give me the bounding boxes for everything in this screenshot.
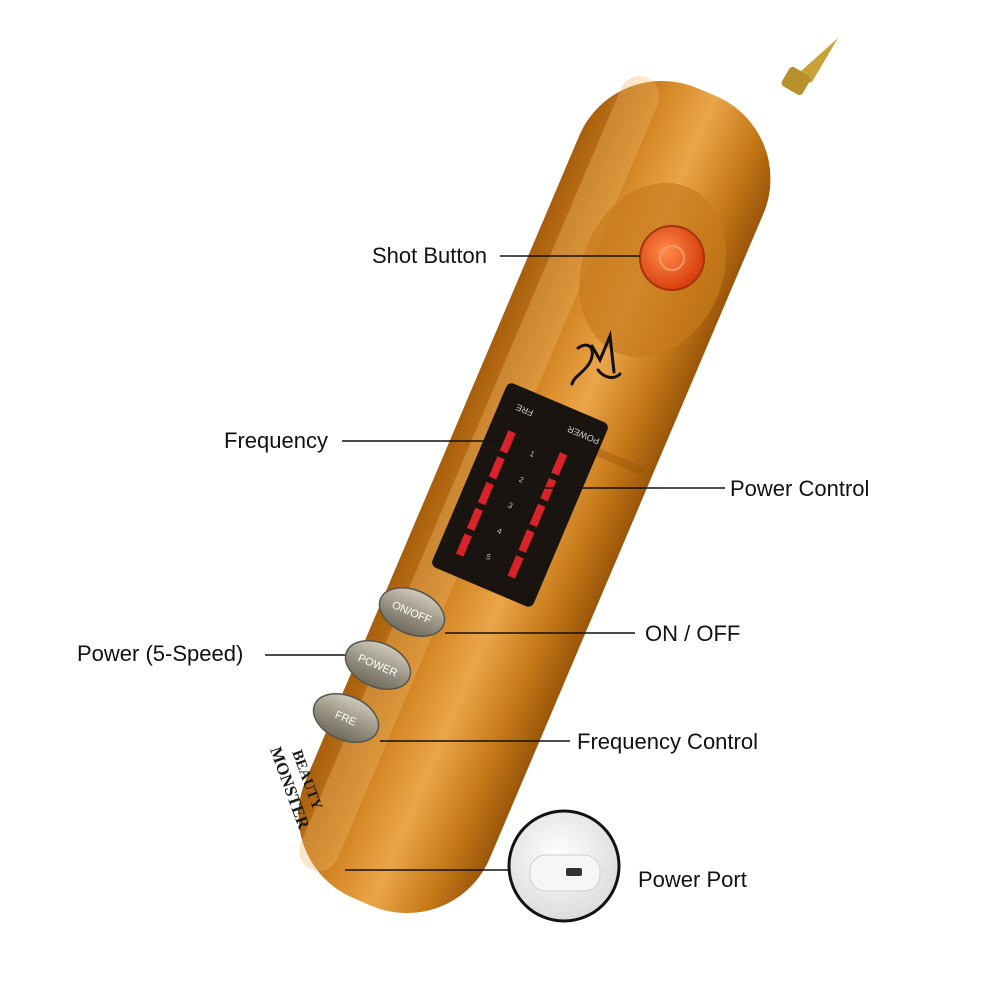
power-port-inset — [507, 809, 621, 923]
led-bars-frequency — [455, 430, 516, 557]
needle-tip — [781, 38, 838, 96]
level-label-4: 4 — [496, 526, 504, 536]
level-label-1: 1 — [528, 449, 536, 459]
label-on-off: ON / OFF — [645, 621, 741, 646]
level-label-3: 3 — [507, 501, 515, 511]
label-power-control: Power Control — [730, 476, 870, 501]
lcd-display: FRE POWER 1 2 3 4 5 — [432, 383, 608, 607]
power-button[interactable]: POWER — [338, 631, 418, 698]
monogram-logo — [570, 330, 622, 386]
label-power-port: Power Port — [638, 867, 747, 892]
label-power-5-speed: Power (5-Speed) — [77, 641, 244, 666]
level-label-2: 2 — [517, 475, 525, 485]
leader-lines — [265, 255, 725, 871]
label-frequency: Frequency — [224, 428, 328, 453]
led-bars-power — [507, 452, 568, 579]
on-off-button[interactable]: ON/OFF — [372, 578, 452, 645]
label-shot-button: Shot Button — [372, 243, 487, 268]
label-frequency-control: Frequency Control — [577, 729, 758, 754]
level-label-5: 5 — [485, 552, 493, 562]
shot-button[interactable] — [639, 225, 705, 291]
fre-button[interactable]: FRE — [306, 684, 386, 751]
